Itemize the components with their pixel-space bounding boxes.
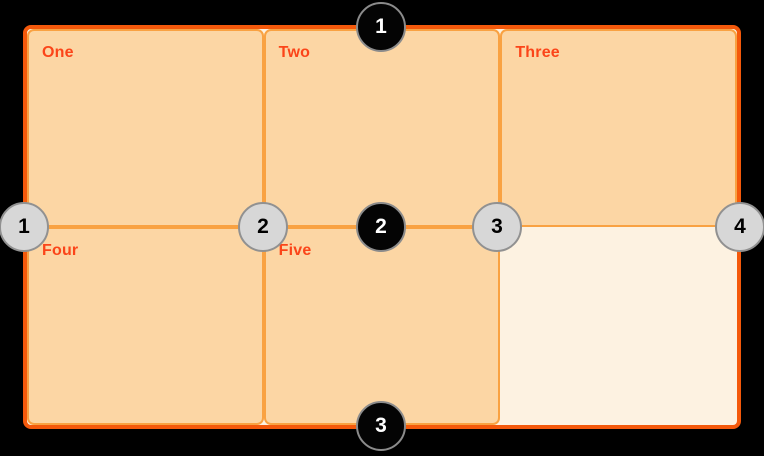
grid-cell-empty	[500, 227, 737, 425]
row-line-marker-1: 1	[356, 2, 406, 52]
column-line-marker-2: 2	[238, 202, 288, 252]
grid-cell-one: One	[27, 29, 264, 227]
row-line-marker-2: 2	[356, 202, 406, 252]
grid-cell-two: Two	[263, 29, 501, 227]
column-line-marker-1: 1	[0, 202, 49, 252]
row-line-marker-3: 3	[356, 401, 406, 451]
grid-container: One Two Three Four Five	[23, 25, 741, 429]
grid-cell-five: Five	[263, 227, 501, 425]
grid-cell-three: Three	[500, 29, 737, 227]
column-line-marker-4: 4	[715, 202, 764, 252]
column-line-marker-3: 3	[472, 202, 522, 252]
grid-cell-four: Four	[27, 227, 264, 425]
